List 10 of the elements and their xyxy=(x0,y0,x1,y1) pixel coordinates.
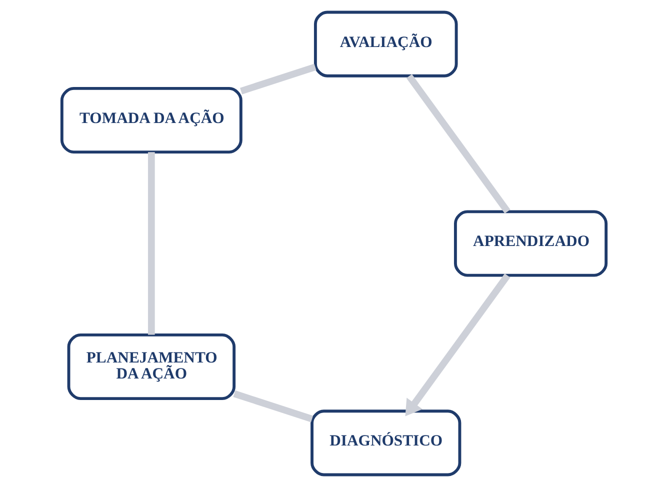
node-box: DIAGNÓSTICO xyxy=(310,410,461,476)
node-box: TOMADA DA AÇÃO xyxy=(60,86,242,154)
connector xyxy=(406,74,510,214)
connector xyxy=(240,64,316,94)
node-box: PLANEJAMENTO DA AÇÃO xyxy=(66,334,236,400)
arrow xyxy=(404,274,510,416)
connector xyxy=(232,390,313,422)
node-box: APRENDIZADO xyxy=(453,210,608,277)
connector xyxy=(148,152,154,335)
node-box: AVALIAÇÃO xyxy=(313,10,458,78)
